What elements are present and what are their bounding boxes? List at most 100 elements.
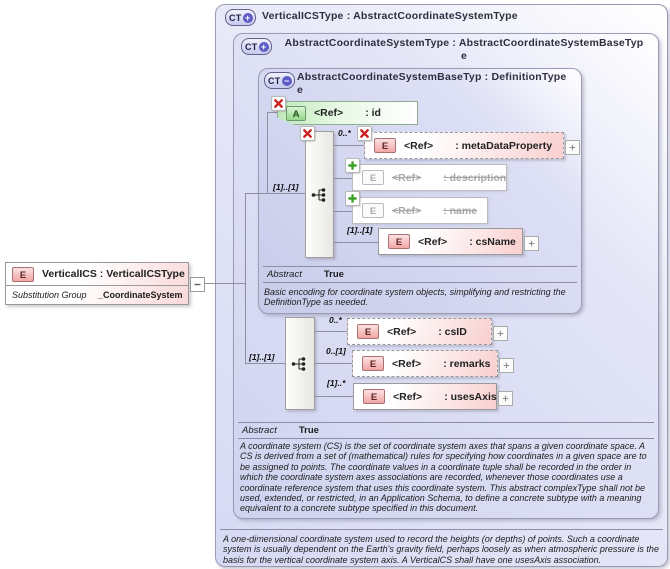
middle-box-title-line1: AbstractCoordinateSystemType : AbstractC… [284,37,644,49]
cardinality-label: [1]..* [327,378,346,388]
connector-line [267,112,277,113]
expand-toggle-icon[interactable]: + [258,41,269,52]
abstract-label: Abstract [242,425,277,436]
collapse-toggle-icon[interactable]: − [281,75,292,86]
element-ref: <Ref> [404,139,434,152]
element-title: VerticalICS : VerticalICSType [42,268,185,280]
abstract-label: Abstract [267,269,302,280]
element-ref: <Ref> [392,171,422,184]
connector-line [245,193,246,363]
element-ref: <Ref> [392,357,422,370]
sequence-icon [291,356,306,371]
element-verticalics[interactable]: E VerticalICS : VerticalICSType Substitu… [5,262,189,305]
element-name[interactable]: E <Ref> : name [345,191,488,224]
element-metadataproperty[interactable]: E <Ref> : metaDataProperty [357,126,580,159]
complextype-icon[interactable]: CT + [225,9,256,26]
substitution-group-value: _CoordinateSystem [98,290,183,300]
connector-line [267,112,268,193]
element-header: E VerticalICS : VerticalICSType [6,263,188,285]
connector-line [334,145,364,146]
connector-line [315,396,353,397]
divider [6,285,188,286]
abstract-property-row: Abstract True [263,266,577,283]
element-usesaxis[interactable]: E <Ref> : usesAxis [353,383,513,410]
removed-x-icon[interactable] [300,126,315,141]
cardinality-label: 0..* [338,128,351,138]
element-name: : usesAxis [444,390,497,403]
complextype-icon[interactable]: CT + [241,38,272,55]
element-name: : name [443,204,478,217]
cardinality-label: 0..[1] [326,346,346,356]
abstract-property-row: Abstract True [238,422,654,439]
element-name: : csID [438,325,467,338]
element-ref: <Ref> [393,390,423,403]
connector-line [334,178,352,179]
element-icon: E [12,266,34,282]
substitution-group-row: Substitution Group _CoordinateSystem [6,286,188,304]
inner-box-title-line1: AbstractCoordinateSystemBaseTyp : Defini… [297,71,567,83]
complextype-icon[interactable]: CT − [264,72,295,89]
cardinality-label: [1]..[1] [273,182,299,192]
sequence-icon [311,187,325,202]
attribute-ref: <Ref> [314,107,344,119]
complextype-icon-label: CT [229,12,242,23]
expand-plus-icon[interactable] [499,358,514,373]
added-plus-icon[interactable] [345,191,360,206]
basic-encoding-annotation: Basic encoding for coordinate system obj… [264,287,566,308]
cardinality-label: [1]..[1] [347,225,373,235]
outer-box-title: VerticalICSType : AbstractCoordinateSyst… [262,10,518,22]
element-icon: E [374,138,396,153]
expand-toggle-icon[interactable]: + [242,12,253,23]
attribute-name: : id [365,107,381,119]
element-ref: <Ref> [392,204,422,217]
element-ref: <Ref> [387,325,417,338]
abstract-value: True [298,425,319,436]
annotation-divider [220,529,663,530]
element-ref: <Ref> [418,235,448,248]
cardinality-label: 0..* [329,315,342,325]
inner-box-title: AbstractCoordinateSystemBaseTyp : Defini… [297,71,577,97]
connector-line [245,363,285,364]
connector-line [334,242,378,243]
element-icon: E [363,389,385,404]
element-icon: E [388,234,410,249]
element-icon: E [357,324,379,339]
cardinality-label: [1]..[1] [249,352,275,362]
coordinate-system-annotation: A coordinate system (CS) is the set of c… [240,441,647,514]
complextype-icon-label: CT [245,41,258,52]
middle-box-title: AbstractCoordinateSystemType : AbstractC… [276,37,652,63]
removed-x-icon[interactable] [271,96,286,111]
element-name: : csName [469,235,516,248]
collapse-minus-icon[interactable] [190,277,205,292]
element-icon: E [362,170,384,185]
connector-line [315,363,352,364]
expand-plus-icon[interactable] [524,236,539,251]
substitution-group-label: Substitution Group [12,290,87,300]
element-csid[interactable]: E <Ref> : csID [347,318,508,345]
element-name: : remarks [443,357,491,370]
attribute-id[interactable]: A <Ref> : id [277,101,418,125]
attribute-icon: A [286,105,306,121]
middle-box-title-line2: e [460,50,468,62]
element-csname[interactable]: E <Ref> : csName [378,228,539,255]
element-name: : description [443,171,507,184]
element-icon: E [362,203,384,218]
connector-line [190,283,245,284]
abstract-value: True [323,269,344,280]
connector-line [315,331,347,332]
expand-plus-icon[interactable] [493,326,508,341]
element-name: : metaDataProperty [455,139,553,152]
element-description[interactable]: E <Ref> : description [345,158,507,191]
expand-plus-icon[interactable] [498,391,513,406]
verticalcs-annotation: A one-dimensional coordinate system used… [223,534,659,565]
sequence-compositor[interactable] [285,317,315,410]
expand-plus-icon[interactable] [565,140,580,155]
connector-line [334,211,352,212]
sequence-compositor[interactable] [305,131,334,258]
element-remarks[interactable]: E <Ref> : remarks [352,350,514,377]
element-icon: E [362,356,384,371]
inner-box-title-line2: e [297,84,304,96]
removed-x-icon[interactable] [357,126,372,141]
added-plus-icon[interactable] [345,158,360,173]
